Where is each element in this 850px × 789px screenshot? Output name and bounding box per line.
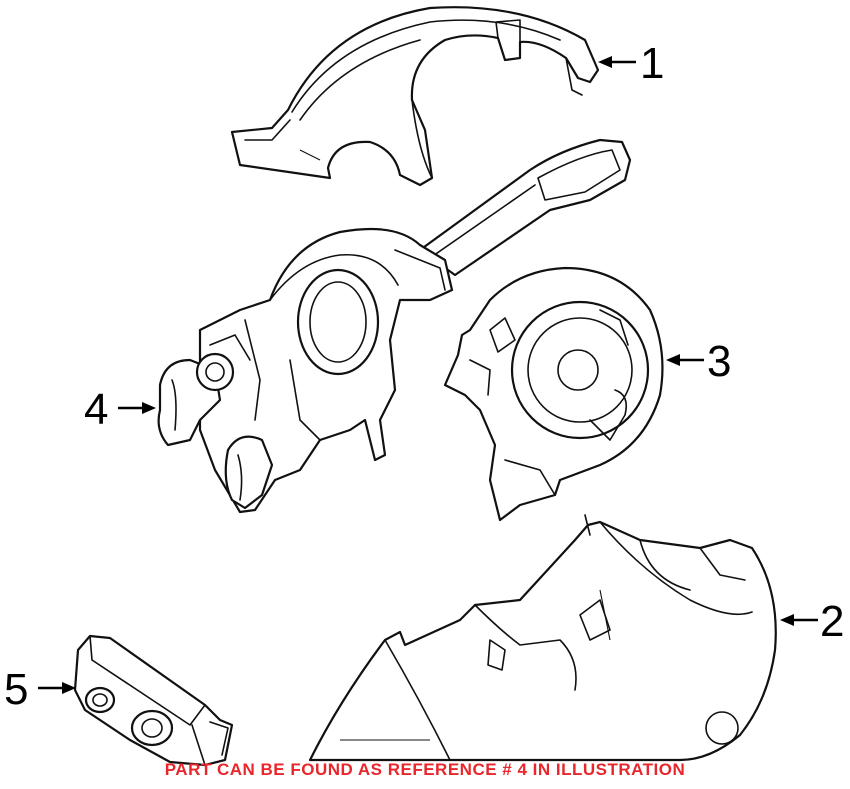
part-4-combination-switch[interactable] (157, 138, 632, 514)
reference-note: PART CAN BE FOUND AS REFERENCE # 4 IN IL… (164, 760, 686, 779)
part-1-upper-shroud[interactable] (230, 6, 600, 187)
callout-3: 3 (707, 337, 731, 386)
part-3-clock-spring[interactable] (443, 266, 664, 522)
callout-1: 1 (640, 39, 664, 88)
callout-4: 4 (84, 385, 108, 434)
leader-arrow-2 (780, 614, 818, 626)
part-5-switch-module[interactable] (73, 634, 234, 767)
leader-arrow-4 (118, 402, 156, 414)
leader-arrow-3 (666, 354, 704, 366)
callout-2: 2 (820, 597, 844, 646)
callout-5: 5 (4, 665, 28, 714)
leader-arrow-1 (598, 56, 636, 68)
leader-arrow-5 (38, 682, 76, 694)
part-2-lower-shroud[interactable] (308, 514, 777, 762)
